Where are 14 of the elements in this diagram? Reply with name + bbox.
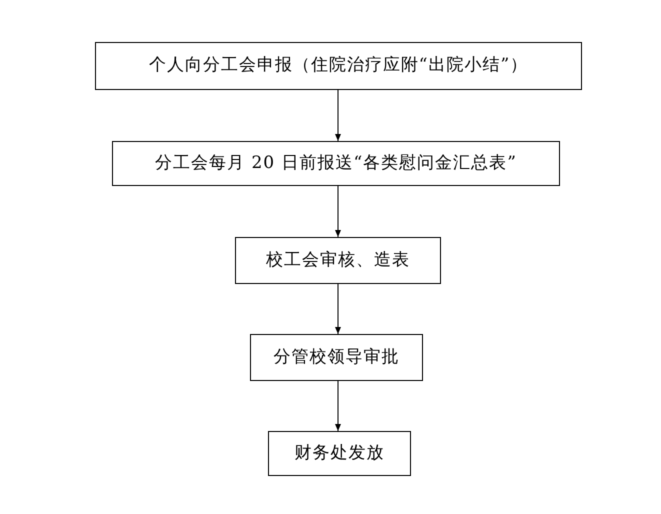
- process-box: [95, 42, 582, 90]
- arrow: [335, 90, 341, 142]
- arrow: [335, 186, 341, 238]
- process-box: [235, 237, 441, 284]
- process-box: [268, 431, 411, 476]
- step-text: 校工会审核、造表: [266, 248, 410, 272]
- step-text: 个人向分工会申报（住院治疗应附“出院小结”）: [148, 54, 528, 78]
- arrow: [335, 284, 341, 334]
- process-box: [112, 141, 560, 186]
- arrow: [335, 380, 341, 432]
- process-box: [250, 334, 423, 381]
- step-text: 分管校领导审批: [274, 346, 400, 369]
- step-text: 财务处发放: [294, 442, 384, 465]
- step-text: 分工会每月 20 日前报送“各类慰问金汇总表”: [155, 152, 517, 175]
